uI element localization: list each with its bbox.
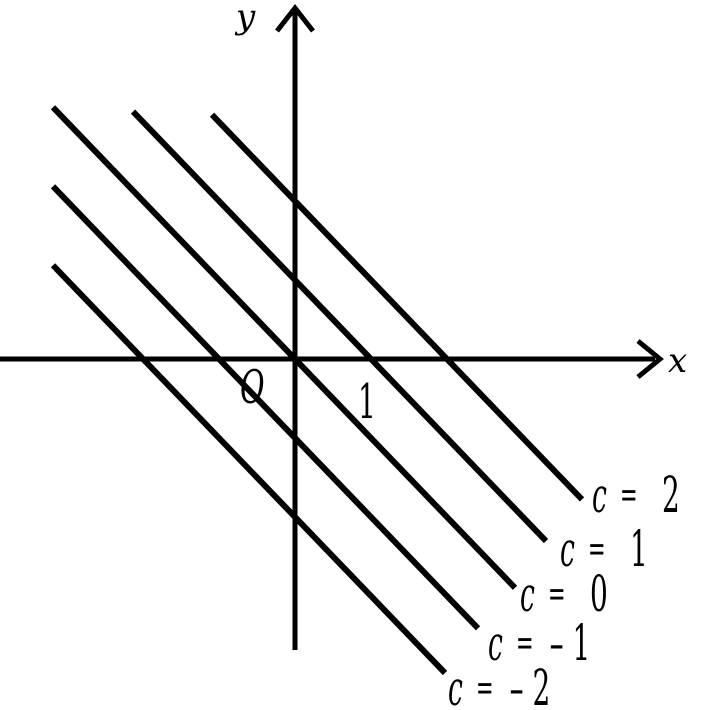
line-label-equals: = (476, 667, 494, 710)
line-family (50, 105, 585, 676)
line-label-variable: c (520, 568, 535, 624)
line-label-value: 2 (662, 465, 680, 524)
x-axis-label: x (668, 341, 687, 381)
line-c-2 (209, 112, 585, 502)
line-label-c-1: c = 1 (560, 519, 648, 578)
line-label-variable: c (592, 469, 607, 525)
line-label-c-2: c = 2 (592, 465, 680, 524)
line-label-variable: c (448, 662, 463, 710)
line-label-variable: c (488, 617, 503, 673)
line-label-variable: c (560, 523, 575, 579)
line-labels: c=2c=1c=0c=– 1c=– 2 (448, 465, 680, 710)
line-c-0 (50, 105, 518, 590)
line-label-equals: = (516, 622, 534, 665)
y-axis-label: y (234, 0, 256, 37)
line-label-value: 1 (630, 519, 648, 578)
x-axis-arrowhead (636, 339, 664, 379)
y-axis-arrowhead (275, 3, 315, 33)
line-label-c-0: c = 0 (520, 564, 608, 623)
line-c-1 (130, 109, 549, 544)
x-tick-label-1: 1 (358, 375, 376, 430)
line-label-equals: = (548, 573, 566, 616)
line-label-equals: = (620, 474, 638, 517)
line-c-minus-1 (50, 184, 481, 631)
line-label-value: – 1 (550, 613, 591, 672)
line-label-c-minus-2: c = – 2 (448, 658, 550, 710)
line-label-value: 0 (590, 564, 608, 623)
line-c-minus-2 (50, 263, 448, 676)
line-label-c-minus-1: c = – 1 (488, 613, 590, 672)
line-label-equals: = (588, 528, 606, 571)
line-label-value: – 2 (510, 658, 551, 710)
